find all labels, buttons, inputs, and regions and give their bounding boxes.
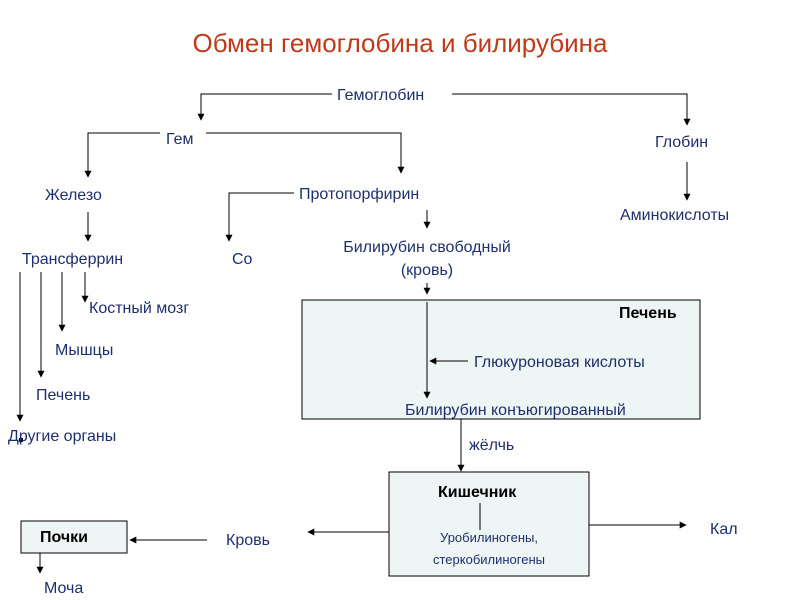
small-marker <box>19 438 23 442</box>
node-transferrin: Трансферрин <box>22 251 124 268</box>
node-bilirubin-free-line1: Билирубин свободный <box>343 239 511 256</box>
node-bilirubin-conjugated: Билирубин конъюгированный <box>405 402 626 419</box>
liver-box <box>301 299 701 420</box>
node-blood: Кровь <box>226 532 270 549</box>
node-amino-acids: Аминокислоты <box>620 207 730 224</box>
node-other-organs: Другие органы <box>8 428 117 445</box>
node-co: Co <box>232 251 253 268</box>
node-urine: Моча <box>44 580 84 597</box>
node-stercobilinogens: стеркобилиногены <box>432 552 545 568</box>
node-iron: Железо <box>45 187 102 204</box>
intestine-box-label: Кишечник <box>438 484 517 501</box>
edge-heme-iron <box>84 132 160 178</box>
node-hemoglobin: Гемоглобин <box>337 87 425 104</box>
node-bilirubin-free-line2: (кровь) <box>400 262 454 280</box>
page-title: Обмен гемоглобина и билирубина <box>192 28 608 58</box>
node-liver-target: Печень <box>36 387 91 404</box>
node-feces: Кал <box>710 521 738 538</box>
edge-label-bile: жёлчь <box>469 437 515 454</box>
edge-heme-protoporphyrin <box>206 132 405 174</box>
node-globin: Глобин <box>655 134 709 151</box>
node-muscles: Мышцы <box>55 342 114 359</box>
edge-hemoglobin-globin <box>452 93 691 126</box>
node-glucuronic-acid: Глюкуроновая кислоты <box>474 354 645 371</box>
kidneys-box-label: Почки <box>40 529 89 546</box>
edge-hemoglobin-heme <box>197 93 332 121</box>
node-urobilinogens: Уробилиногены, <box>440 530 538 545</box>
node-bone-marrow: Костный мозг <box>89 300 190 317</box>
node-bilirubin-free: Билирубин свободный (кровь) <box>312 238 542 280</box>
node-intestine-products: Уробилиногены, стеркобилиногены <box>389 527 589 571</box>
intestine-box <box>388 471 590 577</box>
kidneys-box <box>20 520 128 554</box>
node-protoporphyrin: Протопорфирин <box>299 186 420 203</box>
edge-protoporphyrin-co <box>225 192 294 242</box>
liver-box-label: Печень <box>619 305 677 322</box>
node-heme: Гем <box>166 131 194 148</box>
